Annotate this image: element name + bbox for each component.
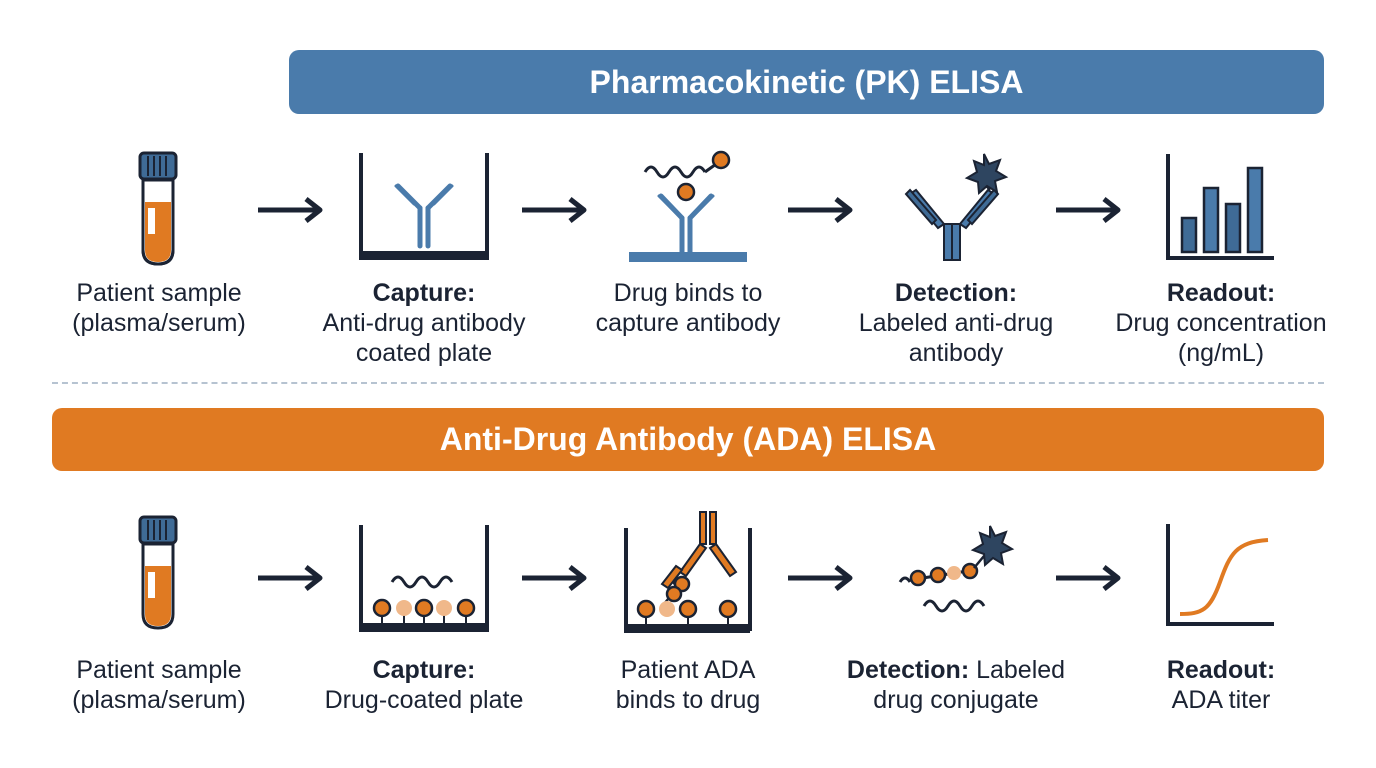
step-text: binds to drug (615, 686, 761, 714)
flow-arrow-icon (522, 197, 587, 223)
step-heading: Capture: (372, 656, 476, 684)
step-text: Drug-coated plate (324, 686, 524, 714)
blood-tube-icon (138, 151, 178, 266)
ada-step-1-label: Patient sample (plasma/serum) (72, 655, 246, 715)
step-text: (ng/mL) (1177, 339, 1265, 367)
drug-coated-plate-icon (359, 525, 489, 632)
pk-step-3-label: Drug binds to capture antibody (596, 278, 781, 338)
drug-binding-icon (629, 150, 747, 262)
flow-arrow-icon (522, 565, 587, 591)
step-text: coated plate (355, 339, 493, 367)
drug-conjugate-icon (898, 525, 1015, 613)
ada-elisa-banner: Anti-Drug Antibody (ADA) ELISA (52, 408, 1324, 471)
pk-step-5-label: Readout: Drug concentration (ng/mL) (1115, 278, 1326, 368)
step-heading: Capture: (372, 279, 476, 307)
step-text: Labeled anti-drug (858, 309, 1054, 337)
pk-elisa-title: Pharmacokinetic (PK) ELISA (589, 63, 1024, 100)
pk-step-4-label: Detection: Labeled anti-drug antibody (859, 278, 1054, 368)
step-heading: Readout: (1166, 656, 1276, 684)
step-text: Labeled (969, 656, 1066, 684)
ada-elisa-title: Anti-Drug Antibody (ADA) ELISA (439, 421, 937, 457)
ada-step-3-label: Patient ADA binds to drug (616, 655, 761, 715)
sigmoid-curve-icon (1166, 524, 1274, 626)
step-heading: Readout: (1166, 279, 1276, 307)
ada-step-2-label: Capture: Drug-coated plate (325, 655, 524, 715)
step-text: (plasma/serum) (72, 309, 246, 337)
flow-arrow-icon (788, 197, 853, 223)
flow-arrow-icon (258, 565, 323, 591)
bar-chart-icon (1166, 154, 1274, 260)
step-text: Patient sample (76, 656, 242, 684)
step-text: ADA titer (1171, 686, 1271, 714)
coated-plate-icon (359, 153, 489, 260)
ada-binding-icon (624, 511, 752, 633)
flow-arrow-icon (1056, 197, 1121, 223)
pk-step-1-label: Patient sample (plasma/serum) (72, 278, 246, 338)
ada-step-4-label: Detection: Labeled drug conjugate (847, 655, 1065, 715)
step-text: Patient ADA (620, 656, 756, 684)
step-text: antibody (908, 339, 1004, 367)
step-text: Anti-drug antibody (322, 309, 526, 337)
pk-elisa-banner: Pharmacokinetic (PK) ELISA (289, 50, 1324, 114)
pk-step-2-label: Capture: Anti-drug antibody coated plate (323, 278, 526, 368)
step-heading: Detection: (846, 656, 970, 684)
blood-tube-icon (138, 515, 178, 630)
flow-arrow-icon (1056, 565, 1121, 591)
step-heading: Detection: (894, 279, 1018, 307)
step-text: Patient sample (76, 279, 242, 307)
step-text: Drug concentration (1115, 309, 1327, 337)
flow-arrow-icon (788, 565, 853, 591)
step-text: capture antibody (595, 309, 781, 337)
labeled-antibody-icon (904, 153, 1009, 261)
ada-step-5-label: Readout: ADA titer (1167, 655, 1275, 715)
section-divider (52, 382, 1324, 384)
step-text: Drug binds to (613, 279, 763, 307)
step-text: (plasma/serum) (72, 686, 246, 714)
step-text: drug conjugate (873, 686, 1039, 714)
flow-arrow-icon (258, 197, 323, 223)
